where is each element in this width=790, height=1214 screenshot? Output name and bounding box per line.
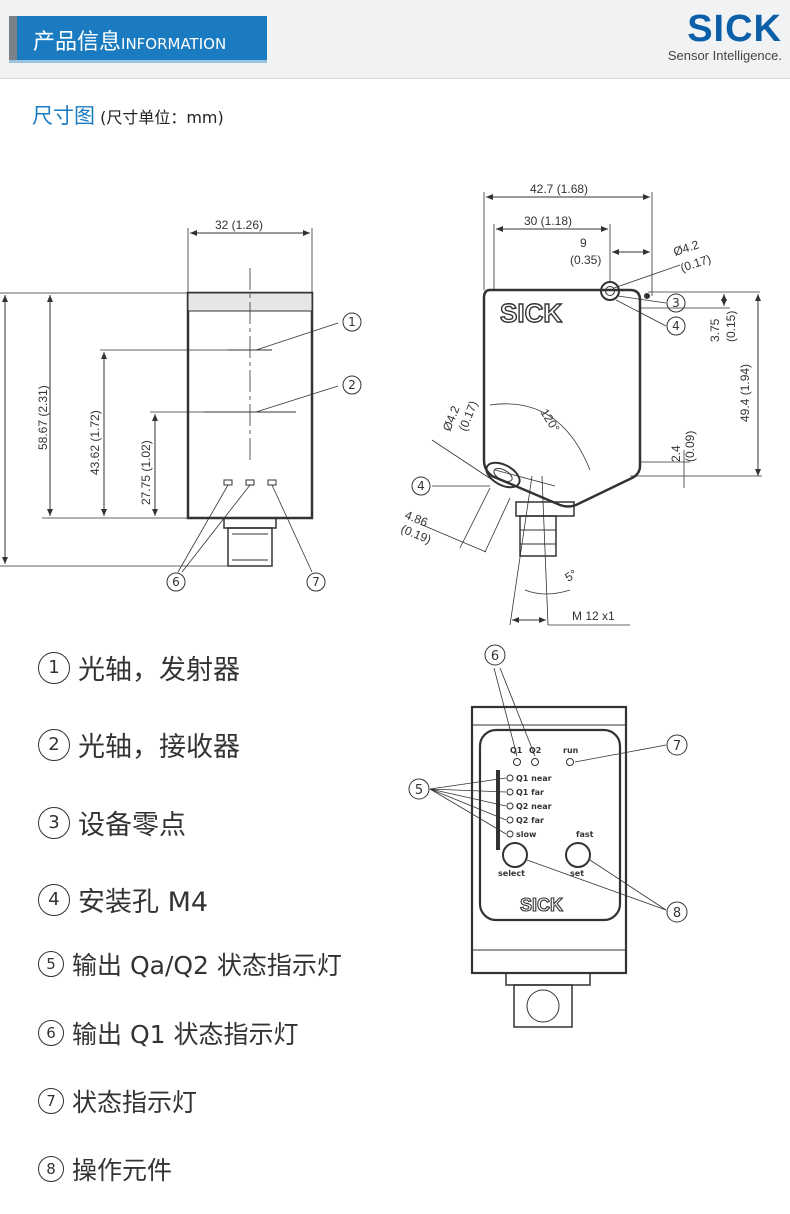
callout-2-front: 2 bbox=[348, 378, 356, 392]
legend-number: 3 bbox=[38, 806, 70, 839]
panel-label-slow: slow bbox=[516, 830, 537, 839]
side-logo: SICK bbox=[500, 298, 562, 328]
legend-text: 光轴，发射器 bbox=[78, 655, 240, 686]
side-dim-494: 49.4 (1.94) bbox=[738, 364, 752, 422]
panel-select-label: select bbox=[498, 869, 525, 878]
side-dim-24-in: (0.09) bbox=[683, 431, 697, 462]
panel-label-q2-far: Q2 far bbox=[516, 816, 544, 825]
side-width-30-dim: 30 (1.18) bbox=[524, 214, 572, 228]
legend-text: 输出 Qa/Q2 状态指示灯 bbox=[72, 951, 342, 980]
section-title-main: 尺寸图 bbox=[32, 104, 95, 128]
legend-number: 1 bbox=[38, 651, 70, 684]
logo-tagline: Sensor Intelligence. bbox=[667, 48, 782, 63]
legend-item-8: 8 操作元件 bbox=[38, 1151, 172, 1187]
side-view bbox=[411, 192, 762, 626]
side-dim-9: 9 bbox=[580, 236, 587, 250]
front-height-axis1-dim: 43.62 (1.72) bbox=[88, 410, 102, 475]
side-thread: M 12 x1 bbox=[572, 609, 615, 623]
legend-number: 4 bbox=[38, 883, 70, 916]
side-dim-375: 3.75 bbox=[708, 318, 722, 342]
legend-item-6: 6 输出 Q1 状态指示灯 bbox=[38, 1015, 298, 1051]
legend-item-7: 7 状态指示灯 bbox=[38, 1083, 197, 1119]
legend-item-4: 4 安装孔 M4 bbox=[38, 880, 208, 919]
panel-label-q1-near: Q1 near bbox=[516, 774, 552, 783]
side-dim-375-in: (0.15) bbox=[724, 311, 738, 342]
callout-8-panel: 8 bbox=[673, 906, 681, 921]
legend-text: 状态指示灯 bbox=[72, 1088, 198, 1117]
front-width-dim: 32 (1.26) bbox=[215, 218, 263, 232]
legend-text: 安装孔 M4 bbox=[78, 887, 209, 918]
panel-logo: SICK bbox=[520, 895, 563, 915]
front-height-total-dim: 58.67 (2.31) bbox=[36, 385, 50, 450]
panel-view bbox=[408, 644, 688, 1028]
section-title-unit: (尺寸单位：mm) bbox=[100, 108, 224, 127]
callout-6-panel: 6 bbox=[491, 649, 499, 664]
panel-label-q2-near: Q2 near bbox=[516, 802, 552, 811]
callout-6-front: 6 bbox=[172, 575, 180, 589]
legend-text: 操作元件 bbox=[72, 1156, 173, 1185]
tab-title-en: INFORMATION bbox=[121, 35, 227, 53]
sick-logo: SICK Sensor Intelligence. bbox=[632, 10, 782, 63]
panel-q2-label: Q2 bbox=[529, 746, 541, 755]
legend-item-3: 3 设备零点 bbox=[38, 803, 186, 842]
legend-item-5: 5 输出 Qa/Q2 状态指示灯 bbox=[38, 946, 342, 982]
panel-set-label: set bbox=[570, 869, 584, 878]
tab-underline bbox=[9, 60, 267, 63]
callout-7-front: 7 bbox=[312, 575, 320, 589]
page-header: 产品信息INFORMATION SICK Sensor Intelligence… bbox=[0, 0, 790, 79]
front-view bbox=[0, 228, 362, 592]
side-angle-5: 5° bbox=[563, 567, 580, 585]
section-tab: 产品信息INFORMATION bbox=[9, 16, 267, 60]
callout-4-side: 4 bbox=[672, 319, 680, 333]
side-width-total-dim: 42.7 (1.68) bbox=[530, 182, 588, 196]
legend-item-1: 1 光轴，发射器 bbox=[38, 648, 240, 687]
legend-text: 设备零点 bbox=[78, 810, 186, 841]
side-angle-120: 120° bbox=[537, 406, 562, 435]
callout-5-panel: 5 bbox=[415, 783, 423, 798]
panel-q1-label: Q1 bbox=[510, 746, 523, 755]
legend-number: 7 bbox=[38, 1088, 64, 1114]
legend-number: 2 bbox=[38, 728, 70, 761]
side-dim-9-in: (0.35) bbox=[570, 253, 601, 267]
section-title: 尺寸图 (尺寸单位：mm) bbox=[32, 100, 224, 130]
legend-number: 6 bbox=[38, 1020, 64, 1046]
panel-run-label: run bbox=[563, 746, 579, 755]
callout-7-panel: 7 bbox=[673, 739, 681, 754]
tab-title-cn: 产品信息 bbox=[33, 30, 122, 55]
front-height-axis2-dim: 27.75 (1.02) bbox=[139, 440, 153, 505]
legend-text: 输出 Q1 状态指示灯 bbox=[72, 1020, 299, 1049]
side-dim-24: 2.4 bbox=[669, 445, 683, 462]
callout-4-side-lower: 4 bbox=[417, 479, 425, 493]
callout-1-front: 1 bbox=[348, 315, 356, 329]
logo-wordmark: SICK bbox=[687, 8, 782, 50]
panel-label-fast: fast bbox=[576, 830, 594, 839]
legend-item-2: 2 光轴，接收器 bbox=[38, 725, 240, 764]
callout-3-side: 3 bbox=[672, 296, 680, 310]
panel-label-q1-far: Q1 far bbox=[516, 788, 544, 797]
legend-number: 5 bbox=[38, 951, 64, 977]
legend-number: 8 bbox=[38, 1156, 64, 1182]
legend-text: 光轴，接收器 bbox=[78, 732, 240, 763]
